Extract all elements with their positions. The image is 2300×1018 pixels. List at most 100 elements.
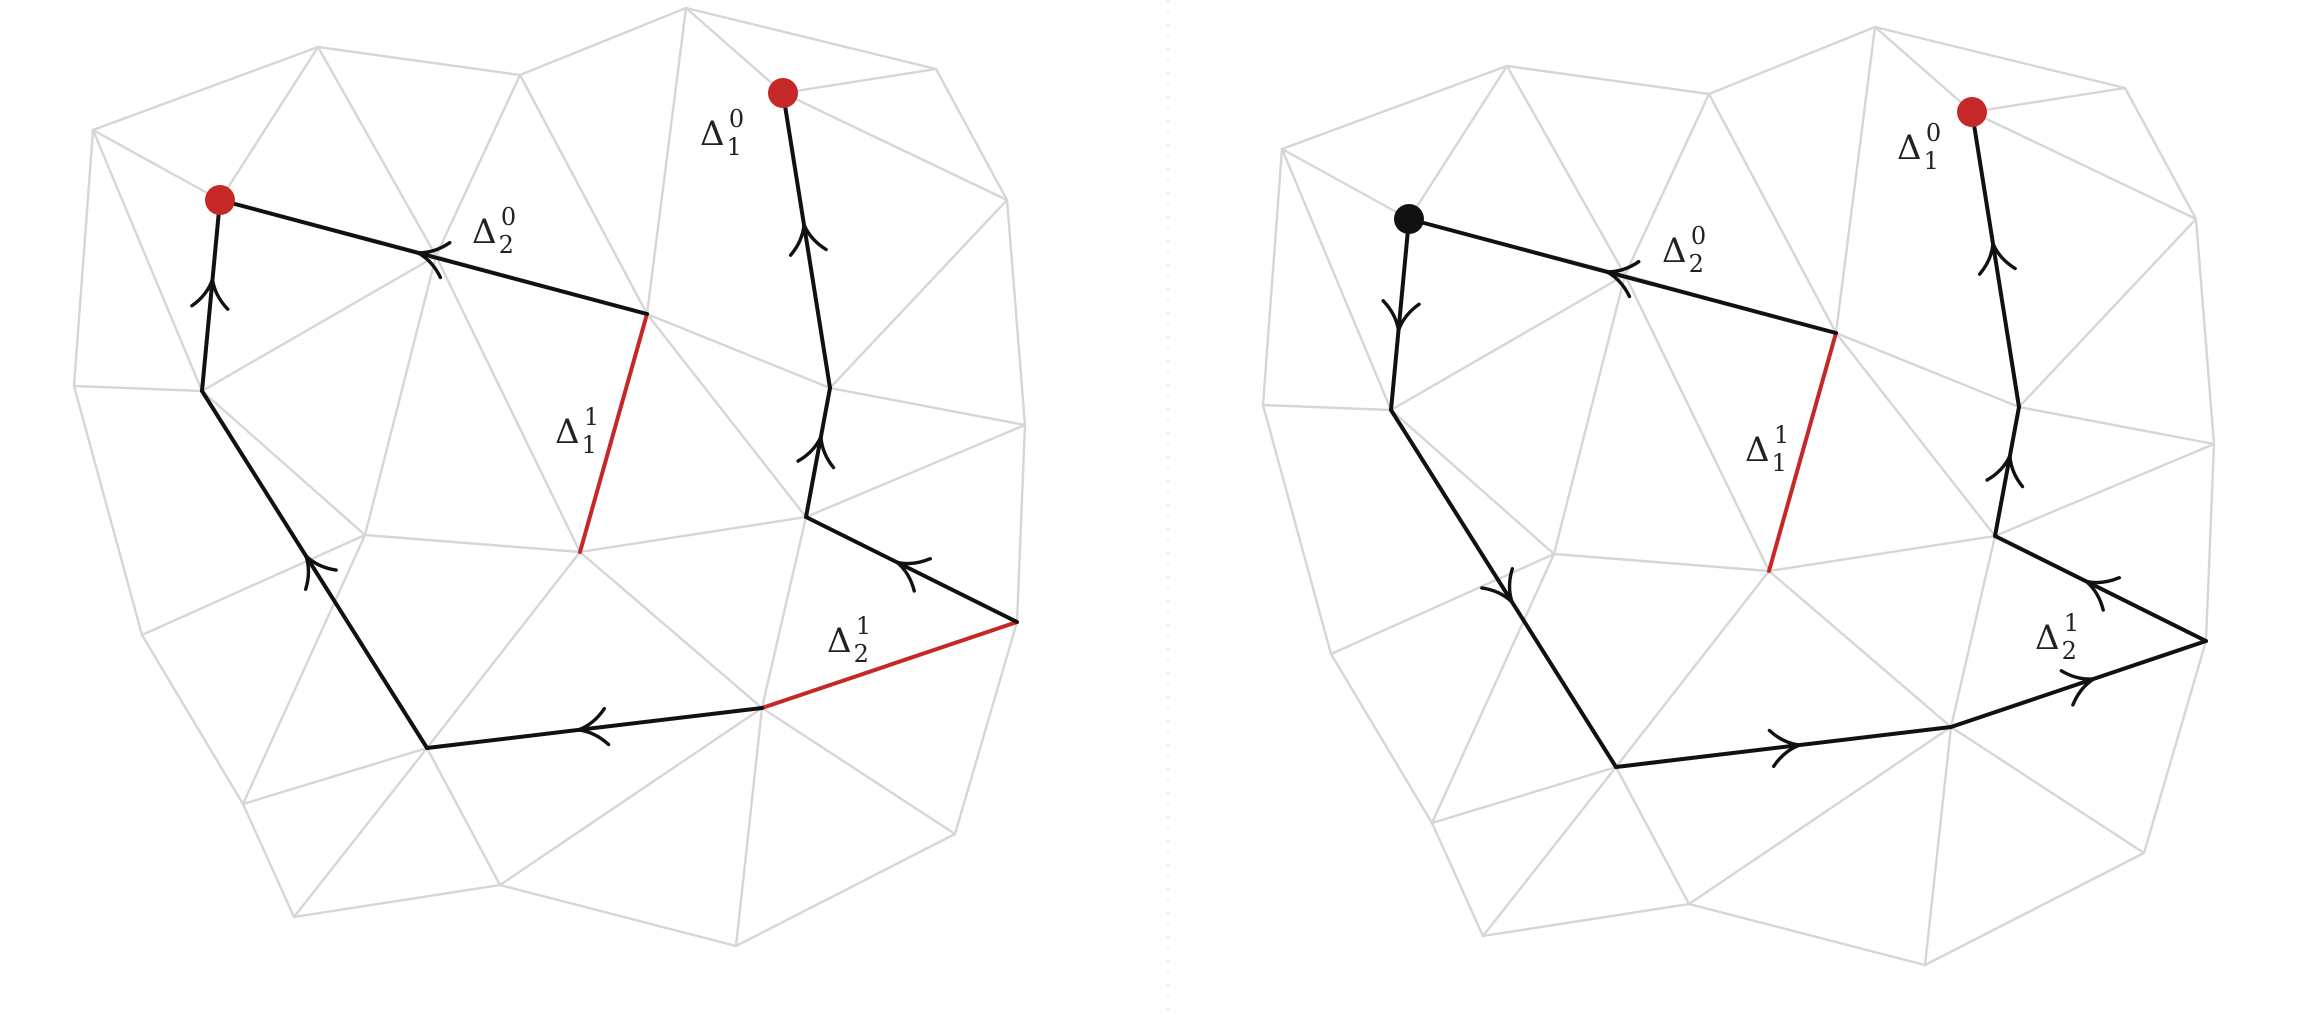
right-mesh-edge-37 bbox=[1834, 25, 1877, 335]
left-mesh-edge-29 bbox=[760, 706, 957, 836]
right-arrowhead-5 bbox=[1767, 728, 1802, 768]
left-path-edge-2 bbox=[804, 386, 832, 519]
left-vertex-1-marker bbox=[768, 78, 798, 108]
right-arrowhead-1 bbox=[1977, 241, 2017, 276]
left-mesh-edge-32 bbox=[434, 73, 522, 258]
left-mesh-edge-14 bbox=[72, 384, 144, 637]
right-arrowhead-8 bbox=[1605, 260, 1641, 299]
right-edge-label-2: Δ21 bbox=[2035, 609, 2079, 665]
right-mesh-edge-43 bbox=[2017, 405, 2216, 446]
right-path-edge-5 bbox=[1614, 725, 1953, 769]
right-vertex-1-marker bbox=[1957, 97, 1987, 127]
left-mesh-edge-20 bbox=[72, 384, 204, 393]
left-mesh-edge-47 bbox=[645, 312, 808, 519]
right-path-edge-6 bbox=[1389, 408, 1618, 769]
left-mesh-edge-46 bbox=[645, 312, 832, 390]
right-mesh-edge-46 bbox=[1834, 331, 2021, 409]
left-mesh-edge-7 bbox=[1015, 423, 1027, 624]
right-mesh-edge-16 bbox=[1280, 147, 1411, 221]
right-mesh-edge-33 bbox=[1389, 273, 1627, 412]
right-mesh-edge-55 bbox=[1949, 534, 1997, 729]
right-mesh-edge-31 bbox=[1505, 64, 1627, 277]
left-mesh-edge-41 bbox=[781, 91, 1009, 202]
left-mesh-edge-55 bbox=[760, 515, 808, 710]
right-mesh-edge-7 bbox=[2204, 442, 2216, 643]
left-mesh-edge-28 bbox=[734, 706, 764, 948]
right-mesh-edge-15 bbox=[1261, 147, 1284, 407]
right-mesh-edge-52 bbox=[1767, 534, 1997, 573]
left-path-edge-4 bbox=[425, 706, 764, 750]
left-mesh-edge-50 bbox=[363, 533, 582, 554]
right-mesh-edge-39 bbox=[1970, 86, 2127, 114]
right-highlight-edge-1 bbox=[1767, 331, 1838, 573]
left-mesh-edge-42 bbox=[828, 198, 1009, 390]
left-mesh-edge-52 bbox=[578, 515, 808, 554]
left-mesh-edge-11 bbox=[292, 883, 502, 919]
right-mesh-edge-21 bbox=[1329, 552, 1556, 656]
left-mesh-edge-33 bbox=[200, 254, 438, 393]
left-vertex-2-marker bbox=[205, 185, 235, 215]
left-mesh-edge-5 bbox=[934, 67, 1009, 202]
right-arrowhead-3 bbox=[2084, 576, 2121, 612]
left-mesh-edge-38 bbox=[684, 6, 785, 95]
right-arrowhead-7 bbox=[1381, 299, 1421, 333]
left-mesh-edge-44 bbox=[804, 423, 1027, 519]
right-mesh-edge-17 bbox=[1407, 64, 1509, 221]
left-arrowhead-4 bbox=[576, 707, 611, 747]
left-mesh-edge-21 bbox=[140, 533, 367, 637]
left-mesh-edge-8 bbox=[953, 620, 1019, 836]
left-highlight-edge-1 bbox=[578, 312, 649, 554]
left-mesh-edge-22 bbox=[200, 389, 367, 537]
right-path-edge-7 bbox=[1389, 217, 1411, 412]
left-mesh-edge-16 bbox=[91, 128, 222, 202]
right-mesh-edge-13 bbox=[1329, 652, 1434, 825]
right-mesh-edge-3 bbox=[1707, 25, 1877, 96]
left-mesh-edge-13 bbox=[140, 633, 245, 806]
left-arrowhead-2 bbox=[796, 435, 836, 470]
left-path-edge-3 bbox=[804, 515, 1019, 624]
left-mesh-edge-10 bbox=[498, 883, 738, 948]
left-path-edge-7 bbox=[218, 198, 649, 316]
right-mesh-edge-44 bbox=[1993, 442, 2216, 538]
right-mesh-edge-34 bbox=[1552, 273, 1627, 556]
left-mesh-edge-43 bbox=[828, 386, 1027, 427]
right-vertex-label-2: Δ20 bbox=[1662, 222, 1706, 278]
right-mesh-edge-32 bbox=[1623, 92, 1711, 277]
left-mesh-edge-17 bbox=[218, 45, 320, 202]
right-mesh-edge-27 bbox=[1687, 725, 1953, 906]
right-mesh-edge-38 bbox=[1873, 25, 1974, 114]
right-mesh-edge-20 bbox=[1261, 403, 1393, 412]
left-arrowhead-1 bbox=[788, 222, 828, 257]
left-vertex-label-1: Δ10 bbox=[700, 105, 744, 161]
left-arrowhead-3 bbox=[895, 557, 932, 593]
right-mesh-edge-8 bbox=[2142, 639, 2208, 855]
right-mesh-edge-12 bbox=[1430, 821, 1485, 938]
right-diagram bbox=[1261, 25, 2216, 967]
left-mesh-edge-6 bbox=[1005, 198, 1027, 427]
right-vertex-label-1: Δ10 bbox=[1897, 119, 1941, 175]
right-mesh-edge-22 bbox=[1389, 408, 1556, 556]
right-mesh-edge-35 bbox=[1707, 92, 1838, 335]
left-mesh-edge-26 bbox=[425, 746, 502, 887]
left-arrowhead-6 bbox=[190, 277, 230, 311]
left-mesh-edge-2 bbox=[316, 45, 522, 77]
left-arrowhead-5 bbox=[303, 554, 338, 591]
right-mesh-edge-1 bbox=[1280, 64, 1509, 151]
right-path-edge-2 bbox=[1993, 405, 2021, 538]
left-mesh-edge-27 bbox=[498, 706, 764, 887]
right-mesh-edge-24 bbox=[1430, 765, 1618, 825]
left-mesh-edge-3 bbox=[518, 6, 688, 77]
right-mesh-edge-53 bbox=[1767, 569, 1953, 729]
right-mesh-edge-6 bbox=[2194, 217, 2216, 446]
right-mesh-edge-51 bbox=[1614, 569, 1771, 769]
left-arrowhead-7 bbox=[416, 241, 452, 280]
left-mesh-edge-4 bbox=[684, 6, 938, 71]
left-path-edge-1 bbox=[781, 91, 832, 390]
right-mesh-edge-25 bbox=[1481, 765, 1618, 938]
right-path-edge-8 bbox=[1407, 217, 1838, 335]
right-mesh-edge-10 bbox=[1687, 902, 1927, 967]
left-mesh-edge-12 bbox=[241, 802, 296, 919]
left-mesh-edge-23 bbox=[241, 533, 367, 806]
